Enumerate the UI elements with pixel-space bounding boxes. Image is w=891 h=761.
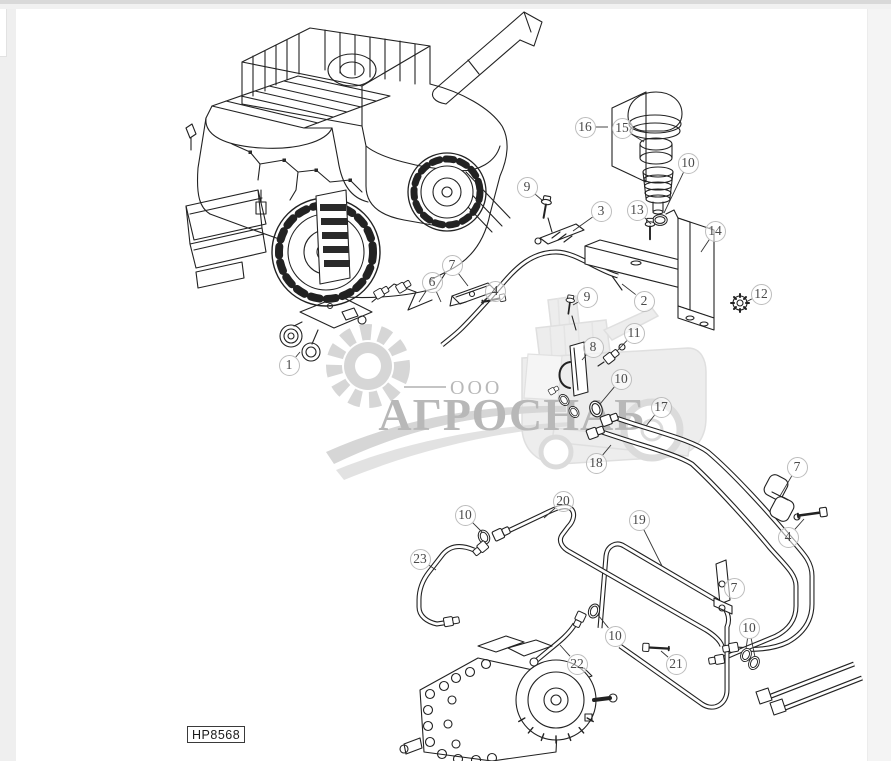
callout-9[interactable]: 9 [576,286,598,308]
callout-4[interactable]: 4 [777,526,799,548]
callout-8[interactable]: 8 [582,336,604,358]
watermark-swoosh [326,386,572,480]
pipe-19-art [600,544,729,707]
callout-11[interactable]: 11 [623,322,645,344]
callout-9[interactable]: 9 [516,176,538,198]
callout-16[interactable]: 16 [574,116,596,138]
callout-7[interactable]: 7 [723,577,745,599]
valve-assembly-art [279,295,373,362]
callout-15[interactable]: 15 [611,117,633,139]
figure-code-label: HP8568 [187,726,246,743]
pipe-fittings-art [442,411,762,672]
callout-12[interactable]: 12 [750,283,772,305]
callout-19[interactable]: 19 [628,509,650,531]
callout-10[interactable]: 10 [604,625,626,647]
combine-harvester-art [185,11,543,307]
clamp-right-art [763,474,829,522]
callout-22[interactable]: 22 [566,653,588,675]
callout-10[interactable]: 10 [610,368,632,390]
star-nut-12 [730,293,750,313]
callout-21[interactable]: 21 [665,653,687,675]
watermark-gear-icon [326,324,410,408]
callout-6[interactable]: 6 [421,271,443,293]
pump-bolts [422,658,498,761]
callout-7[interactable]: 7 [786,456,808,478]
callout-10[interactable]: 10 [738,617,760,639]
callout-1[interactable]: 1 [278,354,300,376]
watermark-org-type: ООО [450,377,502,399]
callout-14[interactable]: 14 [704,220,726,242]
window-top-edge [0,0,891,9]
callout-18[interactable]: 18 [585,452,607,474]
callout-17[interactable]: 17 [650,396,672,418]
callout-4[interactable]: 4 [484,280,506,302]
callout-10[interactable]: 10 [454,504,476,526]
left-rail-panel [0,9,7,57]
callout-2[interactable]: 2 [633,290,655,312]
callout-13[interactable]: 13 [626,199,648,221]
callout-7[interactable]: 7 [441,254,463,276]
callout-23[interactable]: 23 [409,548,431,570]
watermark-org-name: АГРОСНАБ [378,389,645,440]
callout-3[interactable]: 3 [590,200,612,222]
pipe-22-art [537,624,575,660]
right-rail [867,0,891,761]
left-rail [0,0,16,761]
callout-20[interactable]: 20 [552,490,574,512]
callout-10[interactable]: 10 [677,152,699,174]
pipe-ends-art [755,664,862,716]
hydraulic-pump-art [399,635,618,761]
